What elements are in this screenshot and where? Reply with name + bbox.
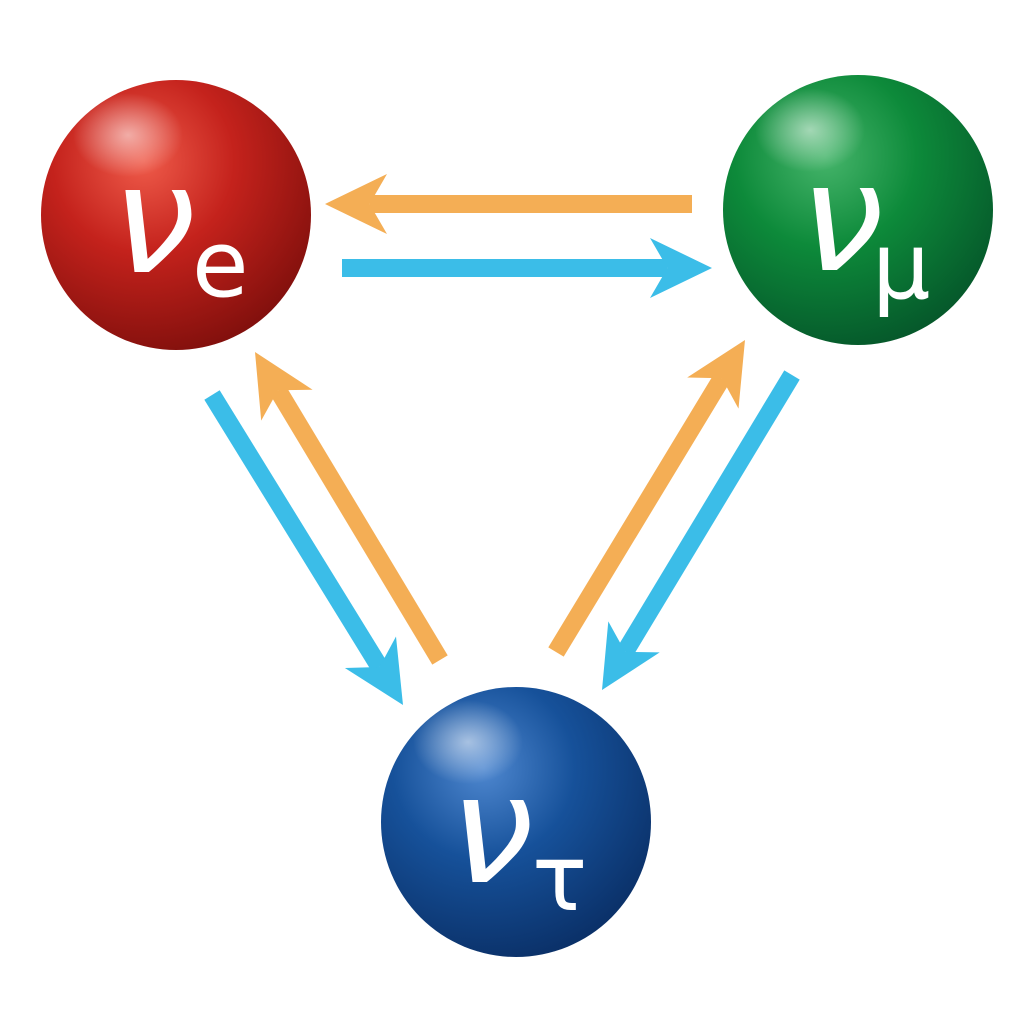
tau-neutrino-node: ν τ [381,687,651,957]
arrow-mu-to-e [325,174,692,234]
electron-neutrino-node: ν e [41,80,311,350]
arrow-tau-to-e-shaft [270,385,448,665]
arrow-tau-to-e-head [255,352,313,421]
tau-sphere-highlight [413,700,523,784]
arrow-mu-to-e-head [325,174,387,234]
arrow-e-to-mu-head [650,238,712,298]
muon-neutrino-symbol: ν [800,132,884,306]
arrow-tau-to-e [255,352,448,665]
electron-neutrino-subscript: e [192,211,249,318]
arrow-tau-to-mu-head [687,340,745,409]
arrow-e-to-mu [342,238,712,298]
arrow-e-to-tau [204,390,403,705]
muon-neutrino-node: ν μ [723,75,993,345]
muon-neutrino-subscript: μ [872,213,931,320]
tau-neutrino-symbol: ν [450,744,534,918]
muon-sphere-highlight [755,88,865,172]
tau-neutrino-subscript: τ [532,825,587,932]
arrow-e-to-tau-head [344,636,403,705]
arrow-mu-to-tau-head [602,621,660,690]
arrow-e-to-tau-shaft [204,390,388,672]
arrow-mu-to-tau-shaft [617,370,800,657]
electron-neutrino-symbol: ν [112,134,196,308]
arrow-mu-to-tau [602,370,800,690]
arrow-tau-to-mu [548,340,745,657]
transition-arrows [204,174,800,705]
electron-sphere-highlight [73,93,183,177]
arrow-tau-to-mu-shaft [548,373,730,657]
